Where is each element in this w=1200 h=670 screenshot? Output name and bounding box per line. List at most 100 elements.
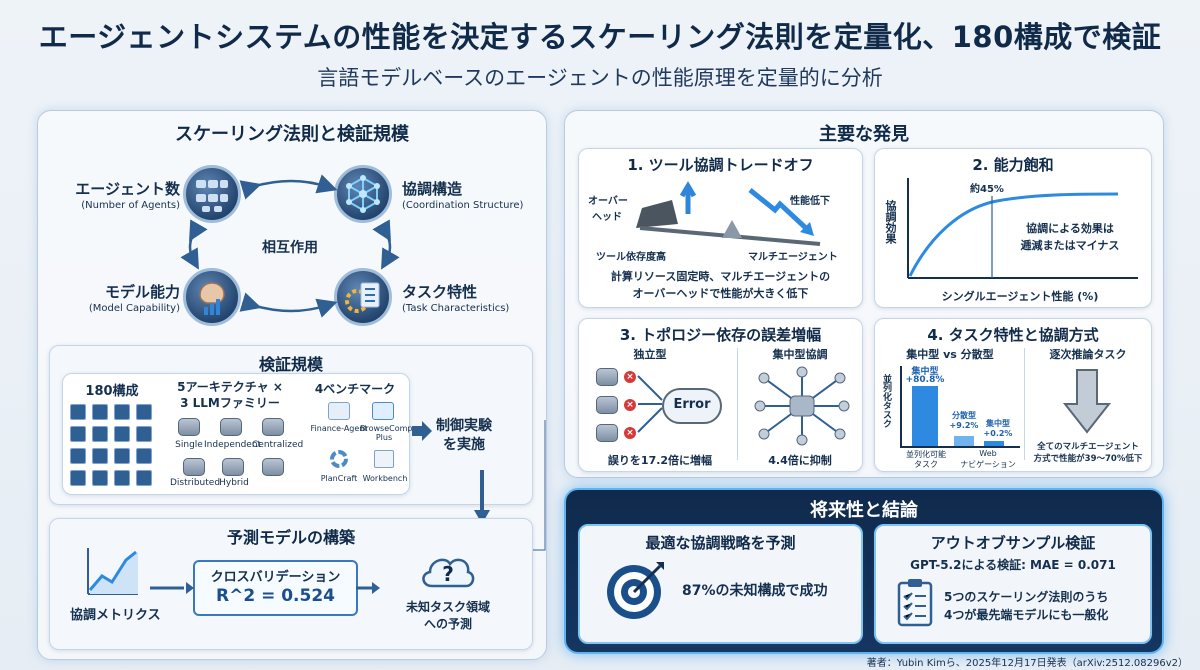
finding-2-card [874, 148, 1152, 308]
arch-single: Single [175, 440, 203, 450]
findings-heading: 主要な発見 [819, 124, 909, 145]
finding-4-title: 4. タスク特性と協調方式 [927, 326, 1099, 344]
validation-title: アウトオブサンプル検証 [930, 534, 1096, 552]
xcat-parallel-1: 並列化可能 [906, 450, 946, 459]
error-label: Error [673, 397, 711, 412]
arch-line1: 5アーキテクチャ × [177, 380, 283, 394]
metrics-label: 協調メトリクス [70, 608, 161, 623]
footer-credit: 著者：Yubin Kimら、2025年12月17日発表（arXiv:2512.0… [866, 658, 1188, 669]
bar-axis [900, 366, 902, 446]
chip-grid [70, 404, 160, 489]
tool-dep-label: ツール依存度高 [596, 252, 666, 263]
agents-icon [183, 165, 241, 223]
robot-icon [222, 458, 244, 476]
bar-label-centralized: 集中型 [911, 367, 939, 377]
unknown-line1: 未知タスク領域 [405, 600, 490, 614]
error-arrows [637, 375, 663, 433]
xcat-parallel-2: タスク [914, 460, 938, 469]
bar-label-centralized-web: 集中型 [986, 419, 1010, 428]
finding-1-title: 1. ツール協調トレードオフ [627, 156, 814, 174]
page-subtitle: 言語モデルベースのエージェントの性能原理を定量的に分析 [317, 66, 883, 90]
robot-icon [596, 368, 618, 386]
factor-model-label: モデル能力 [104, 283, 180, 301]
saturation-xlabel: シングルエージェント性能 (%) [941, 290, 1099, 303]
configs-count: 180構成 [85, 384, 139, 399]
saturation-mark: 約45% [970, 184, 1004, 195]
perf-drop-label: 性能低下 [790, 196, 830, 207]
bar-axis-x [900, 446, 1020, 448]
arch-hybrid: Hybrid [219, 478, 249, 488]
checklist-icon [897, 579, 933, 627]
interaction-label: 相互作用 [262, 240, 318, 256]
saturation-note1: 協調による効果は [1026, 222, 1114, 235]
factor-coordination-label: 協調構造 [402, 180, 463, 198]
brain-icon [183, 268, 241, 326]
xcat-web-2: ナビゲーション [960, 460, 1016, 469]
validation-text1: 5つのスケーリング法則のうち [944, 590, 1109, 604]
vs-label: 集中型 vs 分散型 [906, 348, 994, 361]
saturation-curve [907, 178, 1138, 279]
robot-icon [178, 418, 200, 436]
arch-distributed: Distributed [170, 478, 221, 488]
cloud-question-icon: ? [422, 558, 475, 588]
arrow-icon [150, 582, 380, 594]
finding-2-title: 2. 能力飽和 [972, 156, 1054, 174]
bar-value-centralized-web: +0.2% [983, 429, 1013, 438]
bench-title: 4ベンチマーク [314, 382, 396, 396]
centralized-label: 集中型協調 [772, 348, 828, 361]
factor-agents-label: エージェント数 [75, 180, 180, 198]
coop-ylabel: 協調効果 [884, 200, 897, 244]
divider [737, 348, 738, 460]
finance-icon [328, 402, 350, 420]
validation-sub: GPT-5.2による検証: MAE = 0.071 [910, 558, 1116, 572]
independent-result: 誤りを17.2倍に増幅 [607, 454, 713, 467]
bench-plancraft: PlanCraft [320, 474, 358, 483]
arch-line2: 3 LLMファミリー [180, 396, 280, 410]
overhead-label-1: オーバー [588, 196, 628, 207]
sequential-label: 逐次推論タスク [1049, 348, 1127, 361]
bar-value-distributed: +9.2% [949, 421, 979, 430]
robot-icon [596, 424, 618, 442]
interaction-arrows [180, 174, 400, 318]
overhead-label-2: ヘッド [592, 212, 622, 223]
bar-label-distributed: 分散型 [952, 411, 976, 420]
factor-coordination-en: (Coordination Structure) [402, 200, 524, 211]
factor-model-en: (Model Capability) [88, 303, 180, 314]
robot-icon [262, 418, 284, 436]
bench-browsecomp: BrowseComp-Plus [360, 424, 416, 442]
sequential-note2: 方式で性能が39〜70%低下 [1033, 454, 1143, 464]
xcat-web-1: Web [979, 449, 997, 458]
finding-1-desc2: オーバーヘッドで性能が大きく低下 [632, 287, 809, 300]
flow-arrows [412, 420, 546, 551]
gear-icon [330, 450, 348, 468]
robot-icon [262, 458, 284, 476]
cv-label: クロスバリデーション [210, 570, 341, 585]
page-title: エージェントシステムの性能を決定するスケーリング法則を定量化、180構成で検証 [38, 20, 1162, 54]
saturation-note2: 逓減またはマイナス [1020, 239, 1120, 252]
seesaw-icon [636, 181, 821, 246]
factor-agents-en: (Number of Agents) [81, 200, 180, 211]
control-line1: 制御実験 [436, 418, 492, 434]
bench-workbench: Workbench [362, 474, 408, 483]
bench-finance: Finance-Agent [310, 424, 368, 433]
finding-1-card [578, 148, 863, 308]
workbench-icon [374, 450, 394, 468]
robot-icon [183, 458, 205, 476]
scaling-heading: スケーリング法則と検証規模 [175, 124, 409, 145]
robot-icon [220, 418, 242, 436]
bar-value-centralized: +80.8% [905, 375, 945, 385]
error-x-icon: × [624, 399, 636, 411]
strategy-text: 87%の未知構成で成功 [682, 583, 828, 599]
factor-task-label: タスク特性 [402, 283, 478, 301]
centralized-result: 4.4倍に抑制 [768, 454, 832, 467]
svg-text:?: ? [442, 562, 454, 586]
finding-3-title: 3. トポロジー依存の誤差増幅 [619, 326, 822, 344]
down-arrow-icon [1062, 369, 1112, 434]
bar-distributed [954, 436, 974, 446]
control-line2: を実施 [443, 437, 485, 453]
cv-value: R^2 = 0.524 [215, 586, 336, 606]
trend-chart-icon [87, 548, 138, 595]
target-icon [607, 562, 664, 619]
cv-box [193, 560, 358, 616]
browse-icon [372, 402, 394, 420]
